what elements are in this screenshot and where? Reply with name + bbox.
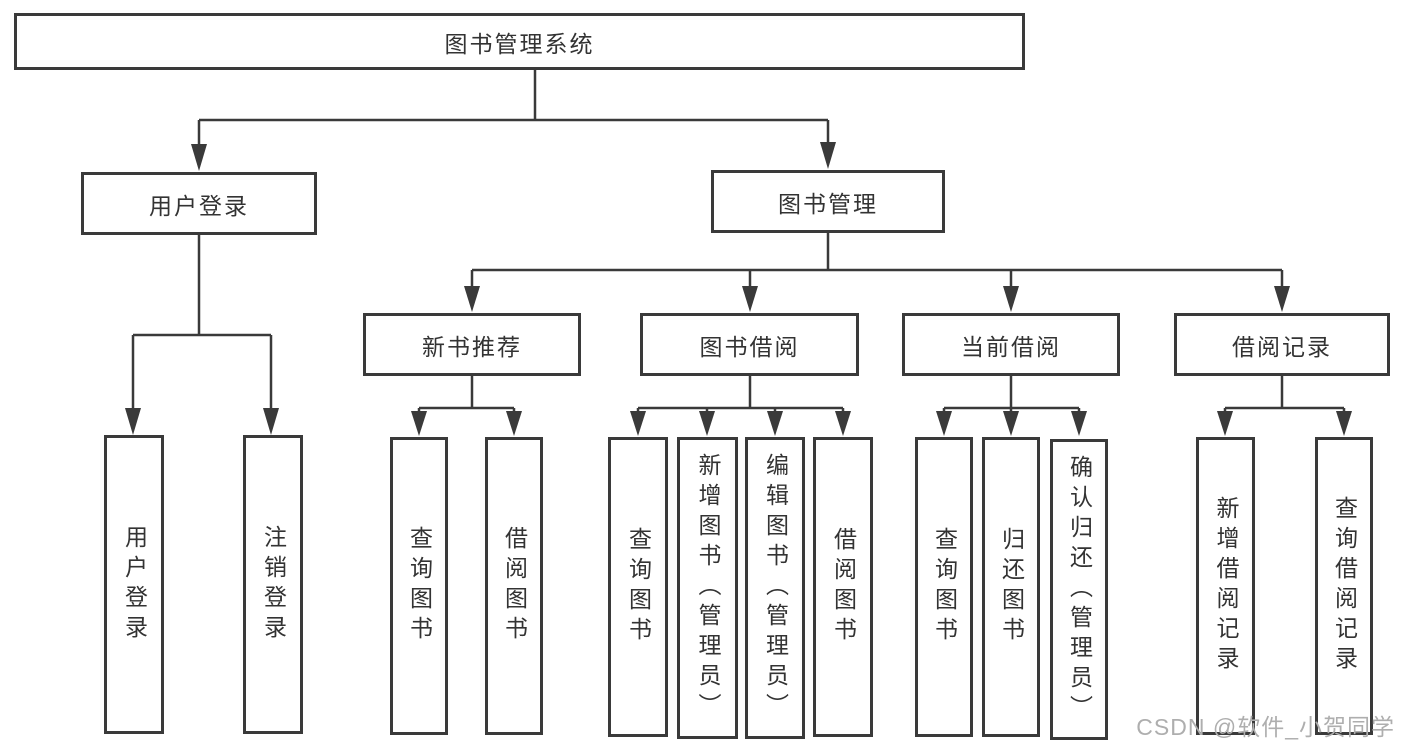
node-book-borrow-label: 图书借阅 xyxy=(699,333,800,360)
node-new-book-recommend-label: 新书推荐 xyxy=(422,333,522,360)
leaf-borrow-borrow-book: 借阅图书 xyxy=(813,437,873,737)
node-new-book-recommend: 新书推荐 xyxy=(363,313,581,376)
leaf-recommend-query-book-label: 查询图书 xyxy=(406,526,433,646)
leaf-user-login-label: 用户登录 xyxy=(121,524,148,645)
node-user-login: 用户登录 xyxy=(81,172,317,235)
watermark: CSDN @软件_小贺同学 xyxy=(1136,714,1395,740)
leaf-current-confirm-return: 确认归还（管理员） xyxy=(1050,439,1108,740)
leaf-borrow-add-book: 新增图书（管理员） xyxy=(677,437,738,739)
node-system-root-label: 图书管理系统 xyxy=(444,30,595,57)
leaf-records-query-record: 查询借阅记录 xyxy=(1315,437,1373,735)
leaf-recommend-query-book: 查询图书 xyxy=(390,437,448,735)
leaf-current-return-book: 归还图书 xyxy=(982,437,1040,737)
node-book-management: 图书管理 xyxy=(711,170,945,233)
leaf-logout: 注销登录 xyxy=(243,435,303,734)
leaf-records-add-record: 新增借阅记录 xyxy=(1196,437,1255,735)
node-current-borrow: 当前借阅 xyxy=(902,313,1120,376)
leaf-borrow-query-book-label: 查询图书 xyxy=(625,527,652,647)
leaf-recommend-borrow-book-label: 借阅图书 xyxy=(501,526,528,646)
leaf-logout-label: 注销登录 xyxy=(260,524,287,645)
node-book-borrow: 图书借阅 xyxy=(640,313,859,376)
node-system-root: 图书管理系统 xyxy=(14,13,1025,70)
leaf-current-confirm-return-label: 确认归还（管理员） xyxy=(1066,454,1093,725)
leaf-current-query-book-label: 查询图书 xyxy=(931,527,958,647)
node-current-borrow-label: 当前借阅 xyxy=(961,333,1061,360)
leaf-current-query-book: 查询图书 xyxy=(915,437,973,737)
leaf-borrow-borrow-book-label: 借阅图书 xyxy=(830,527,857,647)
node-borrow-records: 借阅记录 xyxy=(1174,313,1390,376)
node-user-login-label: 用户登录 xyxy=(149,192,249,219)
node-borrow-records-label: 借阅记录 xyxy=(1232,333,1332,360)
leaf-borrow-query-book: 查询图书 xyxy=(608,437,668,737)
leaf-records-query-record-label: 查询借阅记录 xyxy=(1331,496,1358,676)
node-book-management-label: 图书管理 xyxy=(778,190,878,217)
leaf-borrow-edit-book-label: 编辑图书（管理员） xyxy=(762,453,789,723)
leaf-borrow-edit-book: 编辑图书（管理员） xyxy=(745,437,805,739)
leaf-borrow-add-book-label: 新增图书（管理员） xyxy=(695,453,721,723)
arrowheads xyxy=(125,142,1352,436)
leaf-current-return-book-label: 归还图书 xyxy=(998,527,1025,647)
leaf-records-add-record-label: 新增借阅记录 xyxy=(1213,496,1239,676)
leaf-recommend-borrow-book: 借阅图书 xyxy=(485,437,543,735)
leaf-user-login: 用户登录 xyxy=(104,435,164,734)
